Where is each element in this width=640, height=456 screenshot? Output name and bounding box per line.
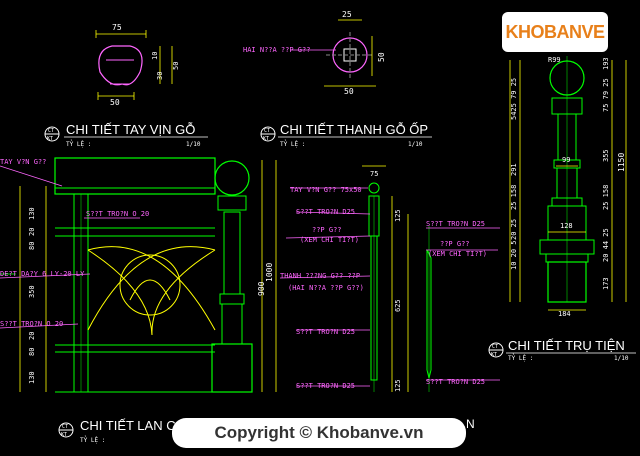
dim-text: 1150 xyxy=(617,153,626,172)
title-rail: CHI TIẾT THANH GỖ ỐP xyxy=(280,122,428,137)
dim-text: 184 xyxy=(558,310,571,318)
note-text: TAY V?N G?? xyxy=(0,158,46,166)
note-text: (HAI N??A ??P G??) xyxy=(288,284,364,292)
scale-label: TỶ LỆ : xyxy=(280,140,305,148)
baluster-detail xyxy=(279,165,500,392)
dim-text: 20 44 25 xyxy=(602,228,610,262)
dim-text: 193 xyxy=(602,57,610,70)
dim-text: 50 xyxy=(377,52,386,62)
dim-text: 5425 79 25 xyxy=(510,78,518,120)
dim-text: 625 xyxy=(394,299,402,312)
dim-text: 25 158 xyxy=(602,185,610,210)
note-text: TAY V?N G?? 75x50 xyxy=(290,186,362,194)
dim-text: 291 xyxy=(510,163,518,176)
khobanve-logo: KHOBANVE xyxy=(502,12,608,52)
marker-top: CT xyxy=(492,344,498,350)
note-text: S??T TRO?N D25 xyxy=(296,208,355,216)
title-marker xyxy=(44,126,60,142)
note-text: DE?T DA?Y 6 LY-20 LY xyxy=(0,270,85,278)
title-marker xyxy=(488,342,504,358)
dim-text: 50 xyxy=(344,87,354,96)
note-text: (XEM CHI TI?T) xyxy=(300,236,359,244)
marker-bottom: KT xyxy=(263,136,269,142)
dim-text: 125 xyxy=(394,379,402,392)
dim-text: 99 xyxy=(562,156,570,164)
dim-text: 25 158 xyxy=(510,185,518,210)
dim-text: 20 25 xyxy=(510,219,518,240)
newel-post-detail xyxy=(509,56,627,311)
title-handrail: CHI TIẾT TAY VỊN GỖ xyxy=(66,122,195,137)
dim-text: 130 xyxy=(28,371,36,384)
handrail-section xyxy=(95,30,173,100)
note-text: THANH ???NG G?? ??P xyxy=(280,272,360,280)
dim-text: 10 20 5 xyxy=(510,240,518,270)
dim-text: 128 xyxy=(560,222,573,230)
note-text: S??T TRO?N O 20 xyxy=(0,320,63,328)
title-marker xyxy=(58,422,74,438)
note-text: S??T TRO?N D25 xyxy=(426,220,485,228)
dim-text: 10 xyxy=(151,52,159,60)
marker-top: CT xyxy=(264,128,270,134)
scale-label: TỶ LỆ : xyxy=(66,140,91,148)
title-newel: CHI TIẾT TRỤ TIỆN xyxy=(508,338,625,353)
dim-text: 80 xyxy=(28,242,36,250)
note-text: (XEM CHI TI?T) xyxy=(428,250,487,258)
note-text: ??P G?? xyxy=(312,226,342,234)
copyright-banner: Copyright © Khobanve.vn xyxy=(172,418,466,448)
marker-top: CT xyxy=(62,424,68,430)
dim-text: 900 xyxy=(257,281,266,296)
dim-text: 75 xyxy=(112,23,122,32)
dim-text: 80 xyxy=(28,348,36,356)
note-text: S??T TRO?N D25 xyxy=(296,382,355,390)
note-text: S??T TRO?N O 20 xyxy=(86,210,149,218)
scale-value: 1/10 xyxy=(408,141,423,148)
scale-value: 1/10 xyxy=(614,355,629,362)
dim-text: 1000 xyxy=(265,263,274,282)
dim-text: 173 xyxy=(602,277,610,290)
dim-text: R99 xyxy=(548,56,561,64)
logo-text: KHOBANVE xyxy=(505,21,605,42)
dim-text: 20 xyxy=(28,332,36,340)
scale-label: TỶ LỆ : xyxy=(80,436,105,444)
note-text: S??T TRO?N D25 xyxy=(296,328,355,336)
dim-text: 25 xyxy=(342,10,352,19)
dim-text: 75 xyxy=(370,170,378,178)
dim-text: 30 xyxy=(156,72,164,80)
title-railing: CHI TIẾT LAN C xyxy=(80,418,176,433)
marker-bottom: KT xyxy=(491,352,497,358)
dim-text: 75 79 25 xyxy=(602,78,610,112)
railing-elevation xyxy=(0,157,277,393)
note-text: HAI N??A ??P G?? xyxy=(243,46,310,54)
copyright-text: Copyright © Khobanve.vn xyxy=(214,423,424,442)
scale-label: TỶ LỆ : xyxy=(508,354,533,362)
note-text: ??P G?? xyxy=(440,240,470,248)
title-marker xyxy=(260,126,276,142)
dim-text: 50 xyxy=(172,62,180,70)
dim-text: 50 xyxy=(110,98,120,107)
dim-text: 125 xyxy=(394,209,402,222)
title-partial: N xyxy=(466,417,475,431)
marker-top: CT xyxy=(48,128,54,134)
marker-bottom: KT xyxy=(47,136,53,142)
marker-bottom: KT xyxy=(61,432,67,438)
scale-value: 1/10 xyxy=(186,141,201,148)
dim-text: 20 xyxy=(28,228,36,236)
dim-text: 355 xyxy=(602,149,610,162)
dim-text: 130 xyxy=(28,207,36,220)
dim-text: 350 xyxy=(28,285,36,298)
note-text: S??T TRO?N D25 xyxy=(426,378,485,386)
rail-section xyxy=(290,19,376,87)
